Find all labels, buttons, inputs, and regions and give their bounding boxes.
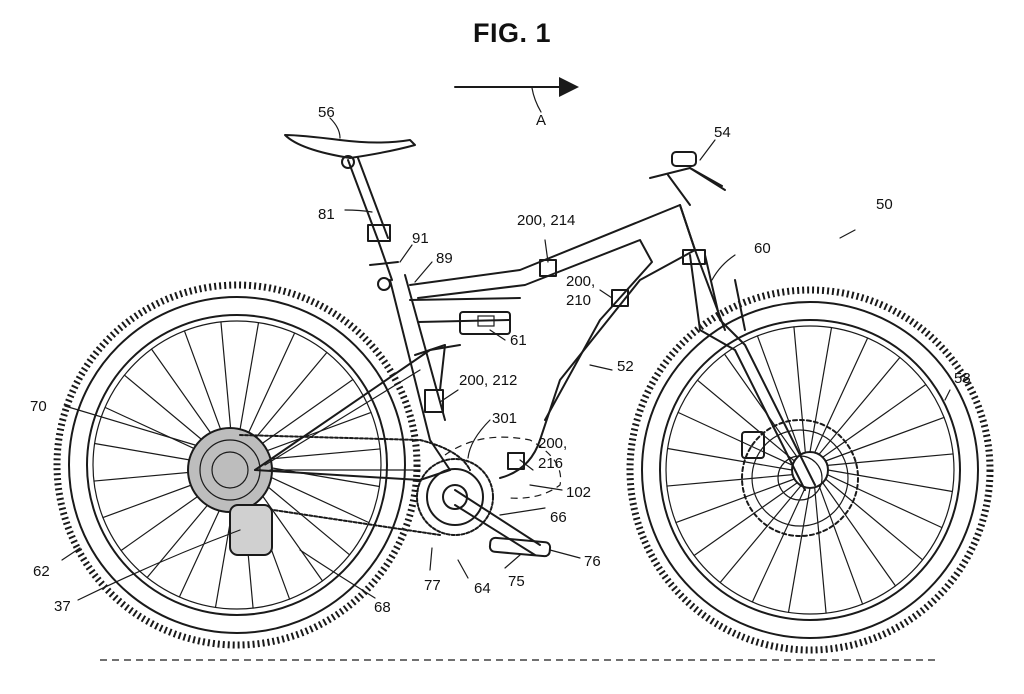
label-200-216-line2: 216 xyxy=(538,455,564,472)
spoke xyxy=(677,411,794,466)
chainring xyxy=(416,458,494,536)
label-200-212: 200, 212 xyxy=(459,372,518,389)
leader-lines xyxy=(61,117,951,601)
direction-label: A xyxy=(535,112,546,129)
spoke xyxy=(719,484,802,584)
front-fork xyxy=(682,249,816,491)
spoke xyxy=(809,327,833,453)
spoke xyxy=(822,383,927,458)
label-60: 60 xyxy=(754,240,771,257)
spoke xyxy=(818,356,901,456)
label-89: 89 xyxy=(436,250,453,267)
label-91: 91 xyxy=(412,230,429,247)
direction-leader xyxy=(531,87,542,113)
label-76: 76 xyxy=(584,553,601,570)
spoke xyxy=(814,486,827,614)
label-64: 64 xyxy=(474,580,491,597)
spoke xyxy=(814,337,869,454)
chain xyxy=(239,434,471,536)
label-62: 62 xyxy=(33,563,50,580)
label-75: 75 xyxy=(508,573,525,590)
label-61: 61 xyxy=(510,332,527,349)
front-wheel xyxy=(626,286,994,654)
label-70: 70 xyxy=(30,398,47,415)
label-200-210-line2: 210 xyxy=(566,292,592,309)
spoke xyxy=(666,474,794,487)
label-301: 301 xyxy=(492,410,518,427)
label-66: 66 xyxy=(550,509,567,526)
spoke xyxy=(253,469,370,524)
crank-arm xyxy=(454,489,552,558)
spoke xyxy=(696,379,796,462)
label-54: 54 xyxy=(714,124,731,141)
label-81: 81 xyxy=(318,206,335,223)
label-68: 68 xyxy=(374,599,391,616)
spoke xyxy=(667,447,793,471)
spoke xyxy=(251,411,372,457)
spoke xyxy=(675,478,796,524)
label-77: 77 xyxy=(424,577,441,594)
label-37: 37 xyxy=(54,598,71,615)
label-200-216-line1: 200, xyxy=(538,435,568,452)
spoke xyxy=(220,321,233,449)
label-200-210-line1: 200, xyxy=(566,273,596,290)
spoke xyxy=(249,378,354,453)
spoke xyxy=(723,353,798,458)
spoke xyxy=(818,484,864,605)
label-200-214: 200, 214 xyxy=(517,212,576,229)
label-56: 56 xyxy=(318,104,335,121)
handlebar xyxy=(649,151,726,191)
figure-title: FIG. 1 xyxy=(472,18,551,48)
spoke xyxy=(793,326,806,454)
drive-unit-outline xyxy=(444,436,562,499)
spoke xyxy=(751,486,806,603)
saddle xyxy=(284,134,416,159)
spoke xyxy=(827,469,953,493)
spoke xyxy=(756,335,802,456)
label-52: 52 xyxy=(617,358,634,375)
spoke xyxy=(826,453,954,466)
rear-derailleur xyxy=(229,504,273,556)
spoke xyxy=(254,464,380,488)
spoke xyxy=(241,332,296,449)
spoke xyxy=(245,351,328,451)
spoke xyxy=(824,416,945,462)
spoke xyxy=(824,478,924,561)
spoke xyxy=(787,487,811,613)
spoke xyxy=(693,482,798,557)
spoke xyxy=(236,322,260,448)
seatpost xyxy=(341,155,399,291)
label-50: 50 xyxy=(876,196,893,213)
spoke xyxy=(822,482,897,587)
spoke xyxy=(826,474,943,529)
label-102: 102 xyxy=(566,484,592,501)
label-58: 58 xyxy=(954,370,971,387)
